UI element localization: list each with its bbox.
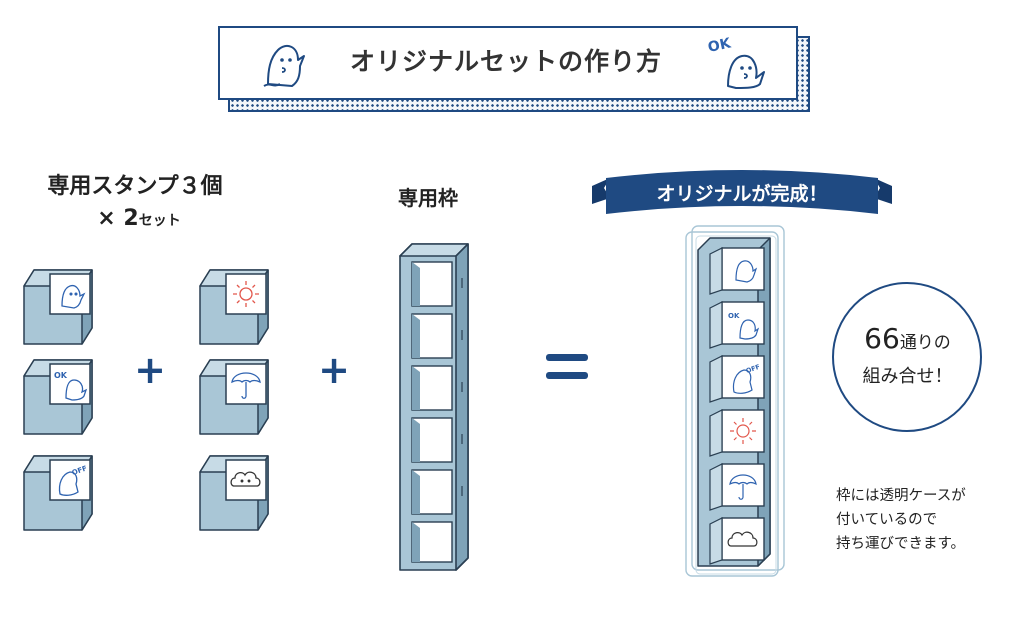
sun-icon [730,418,756,444]
stamp-sun [199,269,269,345]
set-suffix: セット [138,213,181,229]
stamp-set-label: 専用スタンプ３個 [47,174,223,199]
equals-operator [546,352,590,386]
title-banner [218,26,798,100]
stamp-group: OK OFF [23,269,269,531]
ghost-ok-icon: OK [54,371,88,401]
stamp-umbrella [199,359,269,435]
combination-text: 組み合せ！ [862,366,953,387]
svg-text:OK: OK [707,35,734,56]
ghost-ok-icon: OK [728,312,760,340]
ghost-wave-icon [735,260,758,283]
stamp-cloud [199,455,269,531]
ribbon-banner [592,170,892,214]
plus-operator-1: + [134,348,166,392]
page-title: オリジナルセットの作り方 [349,47,662,76]
combination-number: 66 [864,322,900,355]
umbrella-icon [729,474,757,500]
stamp-ghost-off: OFF [23,455,93,531]
combination-count: 66通りの [832,322,983,355]
equals-bar-bottom [546,372,588,379]
completed-stack: OK OFF [685,225,785,577]
case-note-line-3: 持ち運びできます。 [836,536,966,552]
frame-illustration [399,243,469,571]
case-note-line-1: 枠には透明ケースが [836,488,966,504]
cloud-icon [230,471,261,487]
stamp-ghost-ok: OK [23,359,93,435]
equals-bar-top [546,354,588,361]
umbrella-icon [231,372,261,399]
ribbon-text: オリジナルが完成！ [656,183,828,205]
stamp-multiplier-label: × 2セット [64,206,214,231]
ghost-wave-icon [263,44,305,87]
plus-operator-2: + [318,348,350,392]
ghost-ok-icon: OK [707,35,765,89]
stamp-ghost-wave [23,269,93,345]
svg-text:OK: OK [54,371,68,380]
case-note-line-2: 付いているので [836,512,938,528]
sun-icon [233,281,259,307]
combination-suffix: 通りの [899,333,951,353]
frame-label: 専用枠 [398,186,458,210]
cloud-icon [727,531,758,547]
multiplier-text: × 2 [97,206,139,231]
ghost-wave-icon [61,284,86,309]
combination-circle [832,282,982,432]
svg-text:OK: OK [728,312,740,320]
